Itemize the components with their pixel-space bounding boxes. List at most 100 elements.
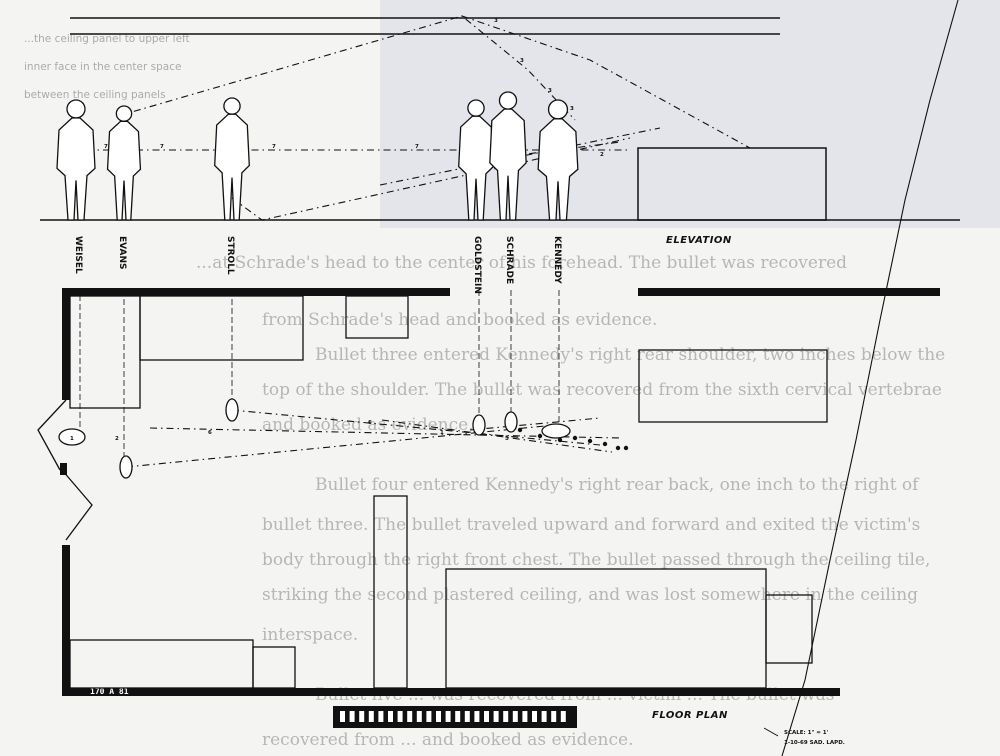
hatch-mark [388, 711, 393, 722]
person-head [467, 99, 485, 117]
bullet-dot [623, 445, 629, 451]
trajectory-number: 6 [368, 420, 372, 426]
plan-dots [517, 427, 629, 451]
hatch-mark [493, 711, 499, 722]
plan-position-goldstein [472, 414, 486, 436]
person-head [547, 99, 569, 120]
plan-pillar [373, 495, 408, 689]
bg-note-line: ...the ceiling panel to upper left [24, 33, 190, 45]
hatch-mark [532, 711, 537, 722]
person-body [214, 113, 250, 221]
wall-top-left [62, 288, 450, 296]
name-label-kennedy: KENNEDY [552, 236, 562, 284]
plan-position-stroll [225, 398, 239, 422]
bullet-dot [587, 438, 593, 444]
doorway-outline [61, 469, 93, 541]
name-label-evans: EVANS [117, 236, 127, 269]
bullet-dot [517, 427, 523, 433]
bullet-dot [557, 437, 563, 443]
bg-paragraph-line: from Schrade's head and booked as eviden… [262, 310, 657, 330]
name-label-schrade: SCHRADE [504, 236, 514, 284]
hatch-mark [349, 711, 355, 722]
elevation-title: ELEVATION [666, 235, 732, 246]
scale-arrow [763, 727, 779, 737]
hatch-mark [407, 711, 413, 722]
bullet-marker-label: 1 [70, 436, 74, 442]
bg-paragraph-line: Bullet four entered Kennedy's right rear… [315, 475, 920, 495]
name-label-stroll: STROLL [225, 236, 235, 275]
hatch-mark [436, 711, 441, 722]
projection-lines [79, 290, 560, 460]
trajectory-number: 7 [104, 144, 108, 150]
hatch-mark [503, 711, 509, 722]
plan-position-evans [119, 455, 133, 479]
hatch-mark [359, 711, 365, 722]
hatch-mark [474, 711, 480, 722]
hatched-strip [333, 706, 577, 728]
trajectory-number: 3 [520, 58, 524, 64]
people-figures [56, 91, 579, 221]
bg-paragraph-line: interspace. [262, 625, 358, 645]
doorway-outline [37, 399, 67, 471]
plan-position-schrade [504, 411, 518, 433]
hatch-mark [551, 711, 557, 722]
trajectory-number: 7 [415, 144, 419, 150]
person-body [489, 108, 527, 221]
trajectory-number: 5 [505, 436, 509, 442]
scale-note: SCALE: 1" = 1' [784, 730, 829, 736]
hatch-marks [340, 711, 566, 722]
floor-plan-title: FLOOR PLAN [652, 710, 728, 721]
hatch-mark [455, 711, 461, 722]
hatch-mark [340, 711, 345, 722]
plan-counter [139, 295, 304, 361]
name-label-goldstein: GOLDSTEIN [472, 236, 482, 294]
name-labels: WEISEL EVANS STROLL GOLDSTEIN SCHRADE KE… [73, 236, 562, 294]
trajectory-number: 3 [548, 88, 552, 94]
bg-paragraph-line: bullet three. The bullet traveled upward… [262, 515, 920, 535]
hatch-mark [426, 711, 432, 722]
plan-box-right [765, 594, 813, 664]
bg-paragraph-line: recovered from ... and booked as evidenc… [262, 730, 634, 750]
wall-left-upper [62, 288, 70, 400]
door-jamb [60, 463, 67, 475]
wall-top-right [638, 288, 940, 296]
person-body [537, 118, 579, 221]
hatch-mark [378, 711, 384, 722]
trajectory-line [117, 15, 576, 121]
elevation-view: 7 7 7 7 3 3 3 3 2 WEISEL EVANS STROLL GO… [40, 15, 960, 460]
hatch-mark [512, 711, 518, 722]
person-head [223, 97, 241, 115]
hatch-mark [416, 711, 422, 722]
plan-steam-table [638, 349, 828, 423]
bullet-dot [572, 435, 578, 441]
date-note: 1-10-69 SAD. LAPD. [784, 740, 845, 746]
hatch-mark [541, 711, 547, 722]
plan-position-kennedy [541, 423, 571, 439]
trajectory-number: 2 [115, 436, 119, 442]
trajectory-number: 3 [494, 18, 498, 24]
bullet-dot [602, 441, 608, 447]
hatch-mark [522, 711, 528, 722]
bg-paragraph-line: and booked as evidence. [262, 415, 474, 435]
page-fold-line [781, 0, 959, 756]
bg-paragraph-line: ...at Schrade's head to the center of hi… [196, 253, 847, 273]
plan-trajectory [469, 417, 601, 431]
wall-label: 170 A 81 [90, 687, 129, 696]
bg-paragraph-line: Bullet three entered Kennedy's right rea… [315, 345, 945, 365]
hatch-mark [397, 711, 403, 722]
plan-box-bottom [252, 646, 296, 689]
trajectory-number: 2 [600, 152, 604, 158]
bg-paragraph-line: top of the shoulder. The bullet was reco… [262, 380, 942, 400]
plan-trajectory [231, 409, 601, 446]
person-head [115, 105, 133, 122]
bg-note-line: inner face in the center space [24, 61, 181, 73]
hatch-mark [484, 711, 489, 722]
trajectory-number: 6 [208, 430, 212, 436]
hatch-mark [560, 711, 566, 722]
trajectory-line [461, 15, 751, 149]
bg-paragraph-line: body through the right front chest. The … [262, 550, 930, 570]
person-head [66, 99, 86, 119]
bg-paragraph-line: striking the second plastered ceiling, a… [262, 585, 918, 605]
plan-trajectory [381, 419, 613, 453]
